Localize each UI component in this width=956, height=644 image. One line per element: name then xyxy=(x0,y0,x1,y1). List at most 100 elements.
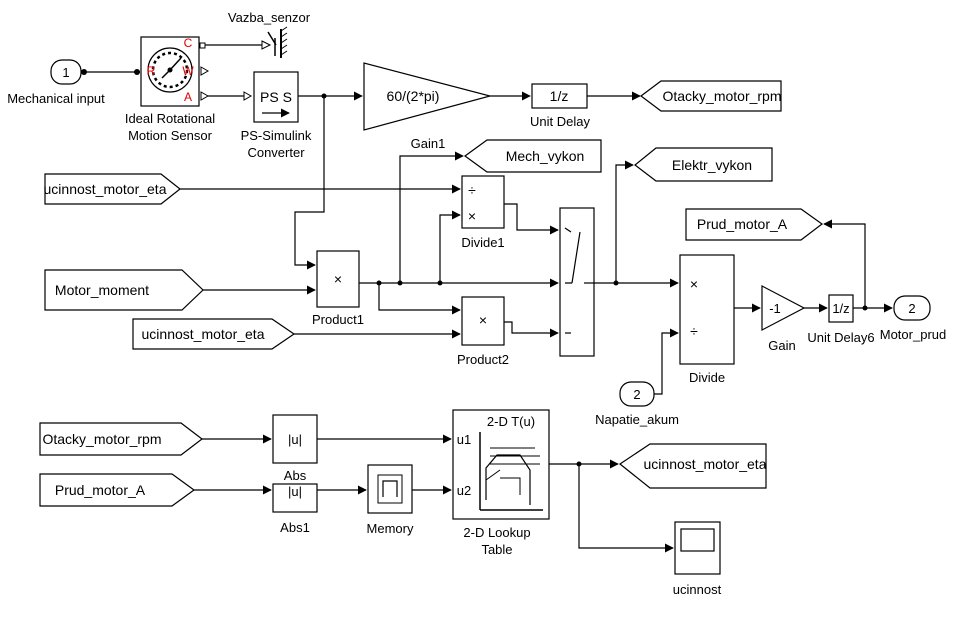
goto-elektr-vykon-text: Elektr_vykon xyxy=(672,157,752,173)
divide1-div-sign: ÷ xyxy=(468,182,476,198)
memory-icon xyxy=(382,480,398,497)
unit-delay-block[interactable]: 1/z xyxy=(531,83,588,109)
inport-napatie-akum[interactable]: 2 xyxy=(619,381,655,407)
sensor-label-1: Ideal Rotational xyxy=(125,111,215,126)
abs1-label: Abs1 xyxy=(280,520,310,535)
goto-ucinnost-text: ucinnost_motor_eta xyxy=(644,456,767,472)
from-prud-motor-a[interactable]: Prud_motor_A xyxy=(39,473,196,507)
goto-mech-vykon-text: Mech_vykon xyxy=(506,148,585,164)
converter-label-1: PS-Simulink xyxy=(241,128,312,143)
product1-sign: × xyxy=(334,271,342,287)
from-otacky-text: Otacky_motor_rpm xyxy=(42,431,161,447)
scope-ucinnost-block[interactable] xyxy=(674,521,721,575)
abs1-block[interactable]: |u| xyxy=(272,483,318,513)
gain-rpm-block[interactable]: 60/(2*pi) xyxy=(363,62,493,131)
abs1-text: |u| xyxy=(288,484,302,499)
wire-divide1-to-switch xyxy=(504,203,559,235)
wire-product1-to-product2 xyxy=(378,283,461,315)
gain-label: Gain xyxy=(768,338,795,353)
outport2-label: Motor_prud xyxy=(880,327,946,342)
lookup-2d-table-block[interactable]: 2-D T(u) u1 u2 xyxy=(452,409,550,520)
goto-prud-text: Prud_motor_A xyxy=(697,216,788,232)
divide-div-sign: ÷ xyxy=(690,323,698,339)
unit-delay6-text: 1/z xyxy=(832,301,849,316)
abs-text: |u| xyxy=(288,432,302,447)
wire-product1-to-mech-vykon xyxy=(399,151,464,283)
divide1-label: Divide1 xyxy=(461,235,504,250)
inport2-number: 2 xyxy=(633,387,640,402)
wire-product1-to-divide1 xyxy=(439,210,461,283)
product2-sign: × xyxy=(479,312,487,328)
sensor-label-2: Motion Sensor xyxy=(128,128,212,143)
ideal-rotational-motion-sensor-block[interactable]: C R W A xyxy=(140,36,200,107)
lookup-title: 2-D T(u) xyxy=(487,414,535,429)
vazba-label: Vazba_senzor xyxy=(228,10,311,25)
scope-label: ucinnost xyxy=(673,582,722,597)
wire-delay6-to-prud xyxy=(823,219,866,308)
gain-rpm-text: 60/(2*pi) xyxy=(387,88,440,104)
unit-delay6-block[interactable]: 1/z xyxy=(828,294,854,323)
unit-delay-text: 1/z xyxy=(550,88,569,104)
inport-number: 1 xyxy=(62,65,69,80)
from-ucinnost-motor-eta-1[interactable]: ucinnost_motor_eta xyxy=(44,173,181,205)
outport2-number: 2 xyxy=(908,301,915,316)
divide-label: Divide xyxy=(689,370,725,385)
unit-delay-label: Unit Delay xyxy=(530,114,590,129)
unit-delay6-label: Unit Delay6 xyxy=(807,330,874,345)
inport-label: Mechanical input xyxy=(7,91,105,106)
gain-minus-one-block[interactable]: -1 xyxy=(761,285,806,331)
lookup-u1: u1 xyxy=(457,432,471,447)
from-motor-moment[interactable]: Motor_moment xyxy=(44,269,204,311)
memory-block[interactable] xyxy=(367,464,413,514)
product2-block[interactable]: × xyxy=(461,296,505,346)
goto-ucinnost-motor-eta[interactable]: ucinnost_motor_eta xyxy=(618,443,767,489)
from-ucinnost-1-text: ucinnost_motor_eta xyxy=(44,181,167,197)
scope-screen-icon xyxy=(680,528,715,552)
converter-label-2: Converter xyxy=(247,145,305,160)
sensor-port-a: A xyxy=(184,90,192,104)
product2-label: Product2 xyxy=(457,352,509,367)
sensor-dial-icon xyxy=(147,47,193,93)
sensor-port-r: R xyxy=(147,64,156,78)
goto-prud-motor-a[interactable]: Prud_motor_A xyxy=(685,208,824,241)
abs-label: Abs xyxy=(284,468,307,483)
divide1-block[interactable]: ÷ × xyxy=(461,175,505,229)
memory-label: Memory xyxy=(367,521,414,536)
divide1-mul-sign: × xyxy=(468,208,476,224)
switch-block[interactable] xyxy=(559,207,595,357)
gain1-label: Gain1 xyxy=(411,136,446,151)
converter-text: PS S xyxy=(260,89,292,105)
lookup-label-1: 2-D Lookup xyxy=(463,525,530,540)
abs-block[interactable]: |u| xyxy=(272,414,318,464)
from-prud-text: Prud_motor_A xyxy=(55,482,146,498)
goto-mech-vykon[interactable]: Mech_vykon xyxy=(463,139,602,173)
product1-block[interactable]: × xyxy=(316,250,360,308)
ps-simulink-converter-block[interactable]: PS S xyxy=(253,71,299,123)
sensor-port-w: W xyxy=(182,64,194,78)
divide-mul-sign: × xyxy=(690,276,698,292)
lookup-u2: u2 xyxy=(457,483,471,498)
wire-product2-to-switch xyxy=(504,321,559,338)
from-otacky-motor-rpm[interactable]: Otacky_motor_rpm xyxy=(39,422,203,456)
lookup-label-2: Table xyxy=(481,542,512,557)
wire-switch-to-elektr-vykon xyxy=(615,160,634,283)
wire-napatie-to-divide xyxy=(654,328,679,395)
goto-otacky-text: Otacky_motor_rpm xyxy=(662,88,781,104)
from-motor-moment-text: Motor_moment xyxy=(55,282,149,298)
wire-lookup-to-scope xyxy=(578,464,674,553)
from-ucinnost-motor-eta-2[interactable]: ucinnost_motor_eta xyxy=(132,318,296,350)
gain-text: -1 xyxy=(769,301,781,316)
goto-otacky-motor-rpm[interactable]: Otacky_motor_rpm xyxy=(640,80,782,112)
lookup-surface-icon xyxy=(479,432,543,511)
outport-motor-prud[interactable]: 2 xyxy=(893,295,931,321)
vazba-senzor-ground-icon[interactable] xyxy=(261,26,288,58)
wire-converter-to-product1 xyxy=(294,96,325,270)
goto-elektr-vykon[interactable]: Elektr_vykon xyxy=(634,147,773,182)
from-ucinnost-2-text: ucinnost_motor_eta xyxy=(142,326,265,342)
product1-label: Product1 xyxy=(312,312,364,327)
inport2-label: Napatie_akum xyxy=(595,412,679,427)
divide-block[interactable]: × ÷ xyxy=(679,254,735,365)
inport-mechanical-input[interactable]: 1 xyxy=(50,59,82,85)
sensor-port-c: C xyxy=(184,36,193,50)
